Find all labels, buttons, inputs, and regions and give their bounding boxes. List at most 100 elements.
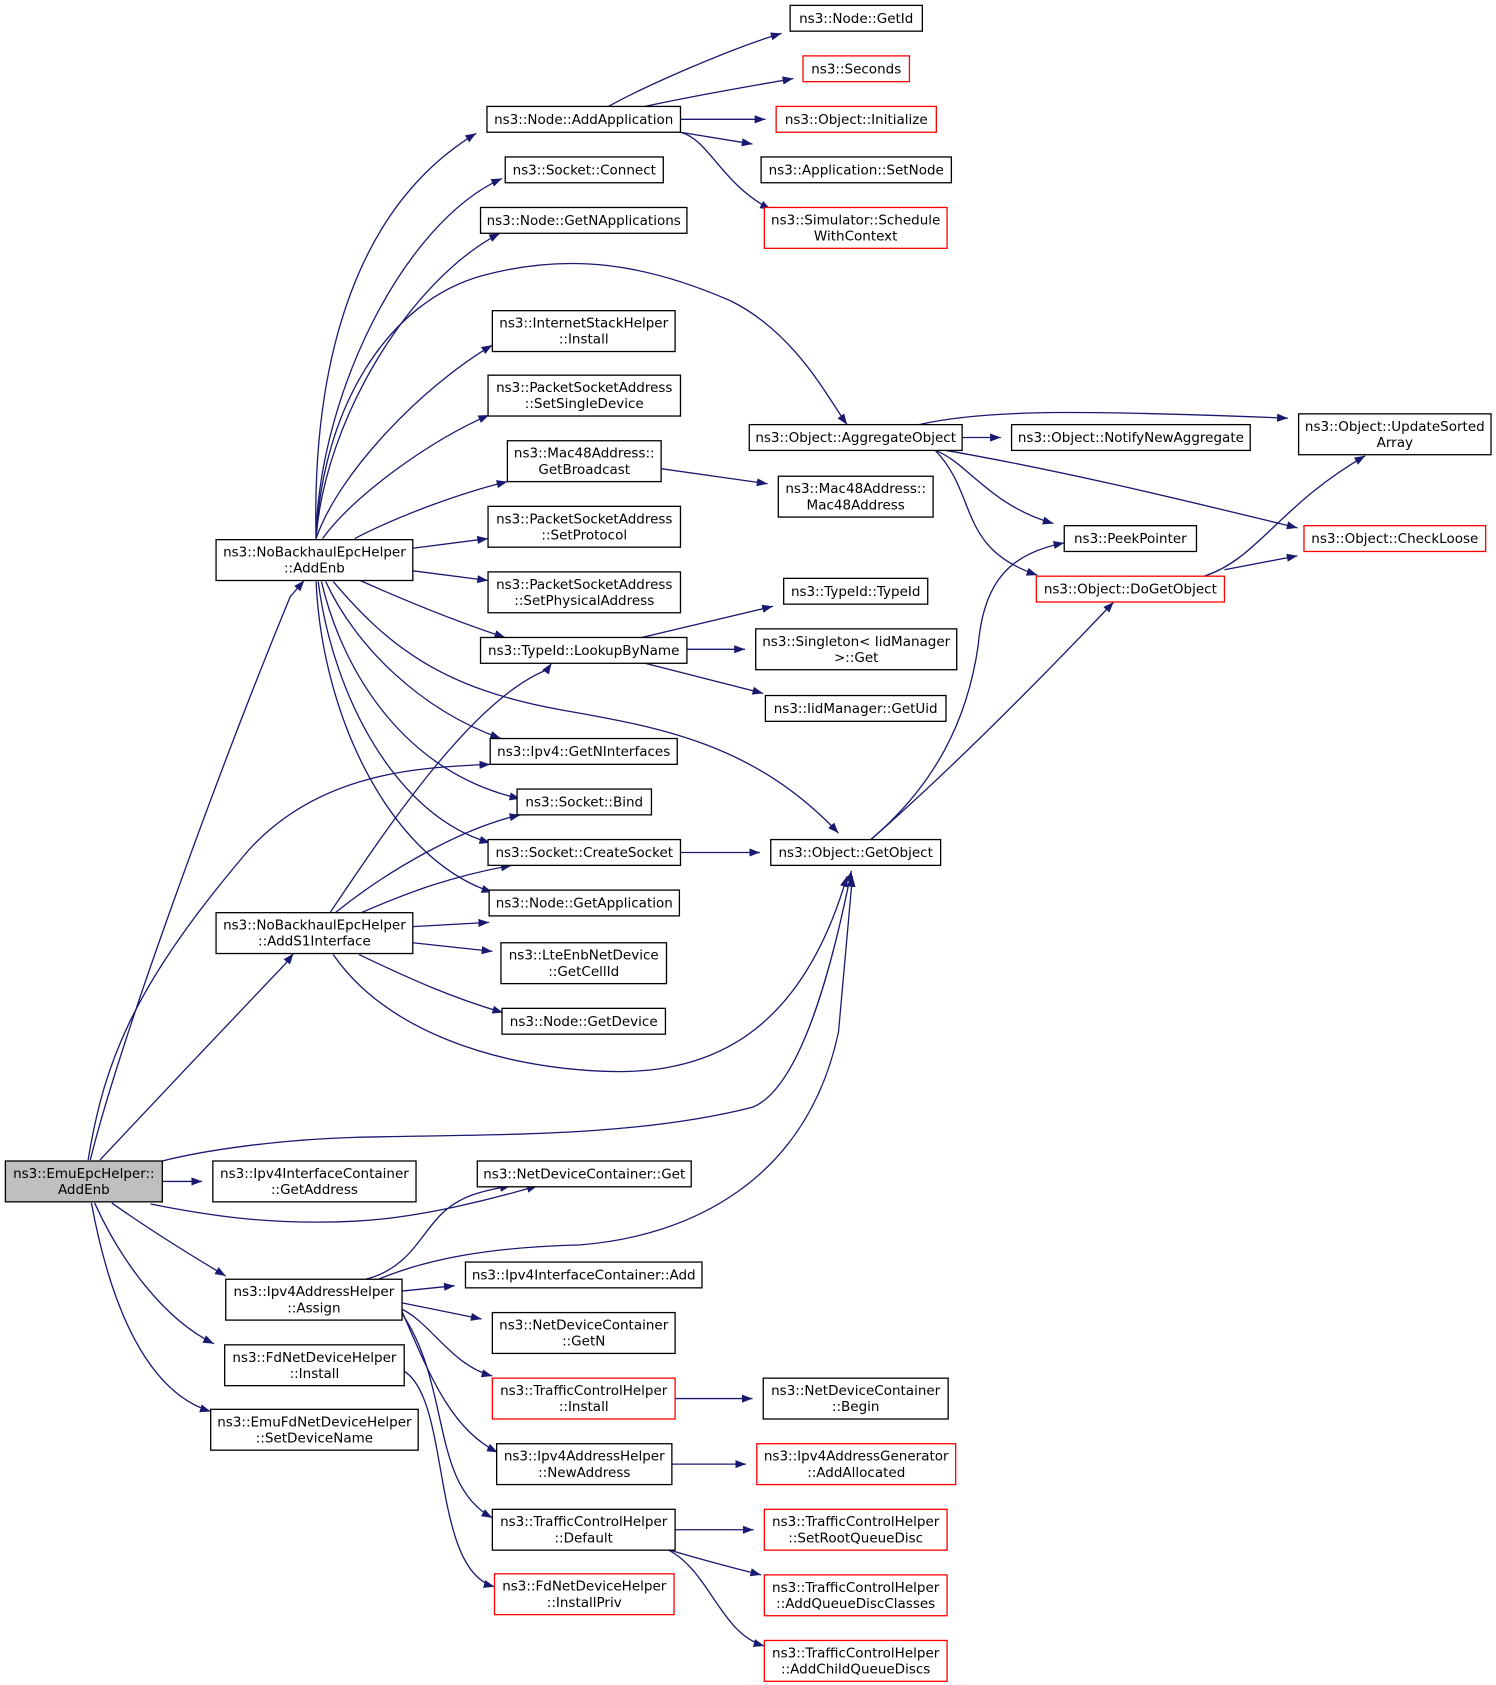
node-node-getdevice[interactable]: ns3::Node::GetDevice xyxy=(501,1007,667,1035)
node-box xyxy=(476,1160,692,1188)
node-ipv4-getnif[interactable]: ns3::Ipv4::GetNInterfaces xyxy=(489,737,678,765)
edge-fdnd_install-to-fdnd_installpriv xyxy=(403,1371,494,1588)
edge-node_addapp-to-app_setnode xyxy=(680,132,752,147)
node-tch-install[interactable]: ns3::TrafficControlHelper::Install xyxy=(491,1377,676,1420)
node-tch-addchild[interactable]: ns3::TrafficControlHelper::AddChildQueue… xyxy=(763,1639,948,1682)
node-singleton-get[interactable]: ns3::Singleton< IidManager>::Get xyxy=(755,628,958,671)
node-obj-checkloose[interactable]: ns3::Object::CheckLoose xyxy=(1303,525,1487,553)
edge-ipv4ah_assign-to-ipv4ic_add xyxy=(402,1282,455,1291)
edge-nb_adds1-to-obj_getobject xyxy=(333,876,849,1071)
node-fdnd-install[interactable]: ns3::FdNetDeviceHelper::Install xyxy=(224,1344,405,1387)
node-ipv4ah-assign[interactable]: ns3::Ipv4AddressHelper::Assign xyxy=(225,1278,403,1321)
edges-layer xyxy=(88,32,1365,1647)
node-ipv4ag-addalloc[interactable]: ns3::Ipv4AddressGenerator::AddAllocated xyxy=(756,1443,957,1486)
edge-nb_addenb-to-obj_aggregate xyxy=(316,263,847,538)
node-box xyxy=(212,1160,417,1203)
node-emufd-setdev[interactable]: ns3::EmuFdNetDeviceHelper::SetDeviceName xyxy=(210,1408,419,1451)
node-socket-create[interactable]: ns3::Socket::CreateSocket xyxy=(487,838,682,867)
node-box xyxy=(764,694,947,722)
node-label: GetBroadcast xyxy=(538,462,630,478)
edge-ipv4ah_assign-to-tch_default xyxy=(402,1314,492,1518)
node-label: ns3::Mac48Address:: xyxy=(514,446,655,462)
node-node-getnapps[interactable]: ns3::Node::GetNApplications xyxy=(479,206,688,234)
node-label: ns3::Object::CheckLoose xyxy=(1311,531,1478,547)
node-label: WithContext xyxy=(814,229,898,245)
node-obj-init[interactable]: ns3::Object::Initialize xyxy=(775,105,937,133)
node-obj-getobject[interactable]: ns3::Object::GetObject xyxy=(770,838,942,867)
node-ndc-getn[interactable]: ns3::NetDeviceContainer::GetN xyxy=(491,1311,676,1355)
edge-typeid_lookup-to-typeid_ctor xyxy=(642,604,773,637)
node-ipv4ic-add[interactable]: ns3::Ipv4InterfaceContainer::Add xyxy=(464,1261,703,1289)
node-node-addapp[interactable]: ns3::Node::AddApplication xyxy=(486,105,682,133)
node-seconds[interactable]: ns3::Seconds xyxy=(802,55,911,83)
node-label: ::Begin xyxy=(832,1399,880,1415)
node-psa-setsingle[interactable]: ns3::PacketSocketAddress::SetSingleDevic… xyxy=(487,374,682,417)
node-iid-getuid[interactable]: ns3::IidManager::GetUid xyxy=(764,694,947,722)
node-box xyxy=(225,1278,403,1321)
node-box xyxy=(802,55,911,83)
node-node-getid[interactable]: ns3::Node::GetId xyxy=(789,4,924,32)
node-ipv4ic-getaddr[interactable]: ns3::Ipv4InterfaceContainer::GetAddress xyxy=(212,1160,417,1203)
node-tch-default[interactable]: ns3::TrafficControlHelper::Default xyxy=(491,1508,676,1551)
node-app-setnode[interactable]: ns3::Application::SetNode xyxy=(760,156,953,184)
node-label: ns3::InternetStackHelper xyxy=(499,316,668,332)
edge-emu_addenb-to-ndc_get xyxy=(151,1184,538,1222)
node-box xyxy=(487,374,682,417)
node-ipv4ah-newaddr[interactable]: ns3::Ipv4AddressHelper::NewAddress xyxy=(495,1443,673,1486)
node-mac48-ctor[interactable]: ns3::Mac48Address::Mac48Address xyxy=(777,475,934,518)
node-psa-setproto[interactable]: ns3::PacketSocketAddress::SetProtocol xyxy=(487,505,682,548)
node-label: ns3::PacketSocketAddress xyxy=(496,380,672,396)
edge-mac48_getbc-to-mac48_ctor xyxy=(661,469,767,487)
node-typeid-ctor[interactable]: ns3::TypeId::TypeId xyxy=(783,577,929,605)
node-tch-setroot[interactable]: ns3::TrafficControlHelper::SetRootQueueD… xyxy=(763,1508,948,1551)
edge-nb_addenb-to-psa_setphys xyxy=(413,571,488,584)
node-label: ns3::PacketSocketAddress xyxy=(496,511,672,527)
node-emu-addenb[interactable]: ns3::EmuEpcHelper::AddEnb xyxy=(4,1160,163,1203)
node-psa-setphys[interactable]: ns3::PacketSocketAddress::SetPhysicalAdd… xyxy=(487,571,682,614)
node-ndc-begin[interactable]: ns3::NetDeviceContainer::Begin xyxy=(762,1377,949,1420)
node-label: ::SetProtocol xyxy=(541,527,627,543)
node-box xyxy=(491,310,676,353)
edge-tch_default-to-tch_addqdc xyxy=(667,1549,762,1577)
node-ndc-get[interactable]: ns3::NetDeviceContainer::Get xyxy=(476,1160,692,1188)
node-ish-install[interactable]: ns3::InternetStackHelper::Install xyxy=(491,310,676,353)
edge-nb_addenb-to-node_getapp xyxy=(316,582,492,893)
node-obj-aggregate[interactable]: ns3::Object::AggregateObject xyxy=(748,423,963,452)
node-label: ::GetAddress xyxy=(271,1182,358,1198)
node-node-getapp[interactable]: ns3::Node::GetApplication xyxy=(488,889,681,917)
edge-obj_getobject-to-peekpointer xyxy=(871,540,1064,840)
node-label: ::SetPhysicalAddress xyxy=(514,593,654,609)
node-box xyxy=(1035,575,1226,603)
node-socket-connect[interactable]: ns3::Socket::Connect xyxy=(504,156,664,184)
node-obj-notifyagg[interactable]: ns3::Object::NotifyNewAggregate xyxy=(1010,423,1251,452)
node-fdnd-installpriv[interactable]: ns3::FdNetDeviceHelper::InstallPriv xyxy=(493,1573,675,1616)
node-box xyxy=(479,636,688,664)
node-mac48-getbc[interactable]: ns3::Mac48Address::GetBroadcast xyxy=(506,440,662,483)
node-lte-getcellid[interactable]: ns3::LteEnbNetDevice::GetCellId xyxy=(500,942,668,985)
node-peekpointer[interactable]: ns3::PeekPointer xyxy=(1063,525,1198,553)
node-box xyxy=(487,571,682,614)
node-obj-dogetobject[interactable]: ns3::Object::DoGetObject xyxy=(1035,575,1226,603)
edge-obj_aggregate-to-obj_dogetobject xyxy=(935,450,1037,575)
node-label: ::AddChildQueueDiscs xyxy=(781,1662,930,1678)
node-socket-bind[interactable]: ns3::Socket::Bind xyxy=(516,788,653,816)
node-label: ns3::TypeId::TypeId xyxy=(791,584,921,600)
node-tch-addqdc[interactable]: ns3::TrafficControlHelper::AddQueueDiscC… xyxy=(763,1574,948,1617)
node-label: ns3::Object::AggregateObject xyxy=(755,430,956,446)
node-label: ns3::Node::AddApplication xyxy=(494,112,673,128)
node-nb-addenb[interactable]: ns3::NoBackhaulEpcHelper::AddEnb xyxy=(215,539,414,582)
node-box xyxy=(1010,423,1251,452)
node-box xyxy=(464,1261,703,1289)
node-typeid-lookup[interactable]: ns3::TypeId::LookupByName xyxy=(479,636,688,664)
node-nb-adds1[interactable]: ns3::NoBackhaulEpcHelper::AddS1Interface xyxy=(215,912,414,955)
node-box xyxy=(755,628,958,671)
node-label: ns3::TrafficControlHelper xyxy=(500,1514,668,1530)
edge-nb_addenb-to-ipv4_getnif xyxy=(326,582,501,739)
node-label: AddEnb xyxy=(58,1182,110,1198)
edge-obj_dogetobject-to-obj_updsorted xyxy=(1204,456,1365,576)
node-label: ns3::EmuEpcHelper:: xyxy=(13,1166,155,1182)
edge-node_addapp-to-sim_schedctx xyxy=(680,132,770,209)
